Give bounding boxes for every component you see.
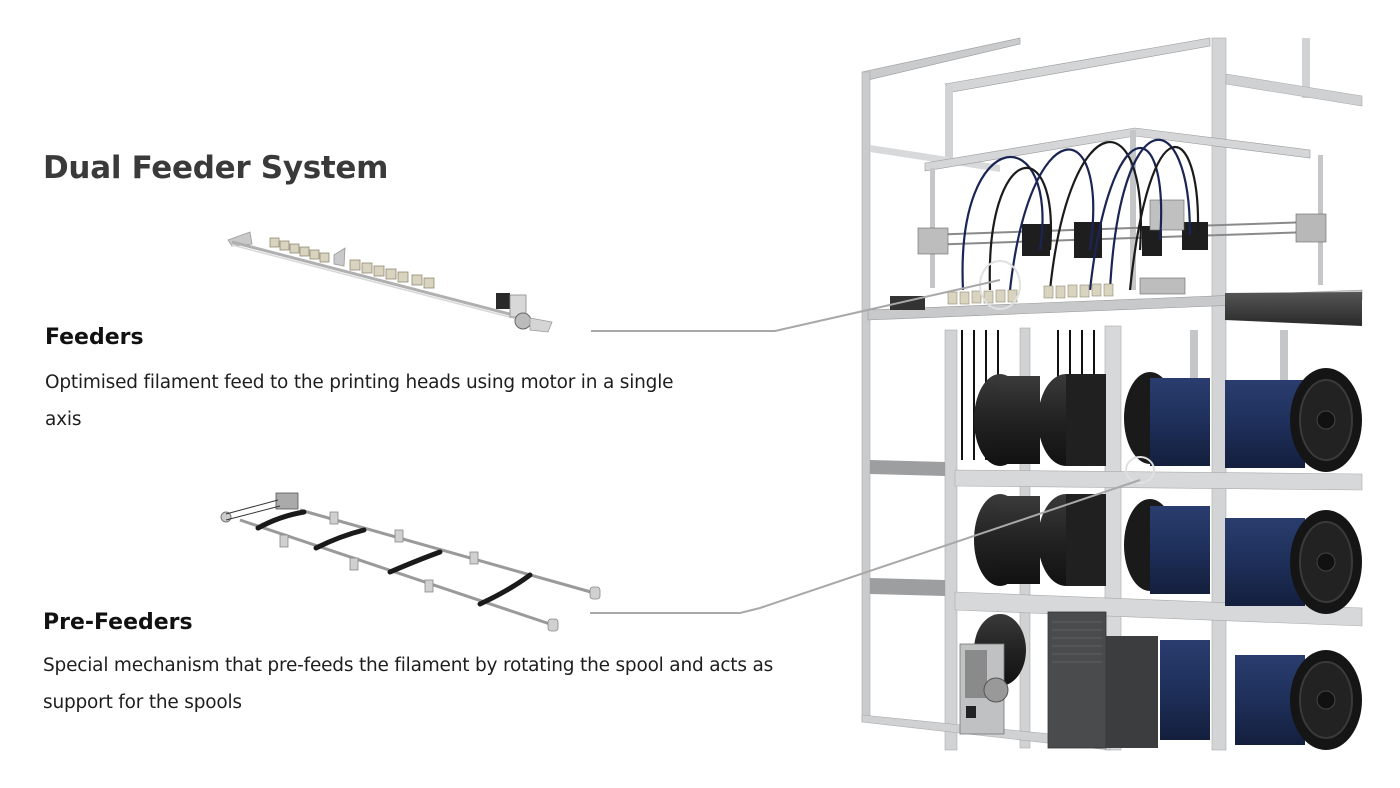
power-supply-image <box>959 643 1009 735</box>
page-title: Dual Feeder System <box>43 150 389 186</box>
pre-feeder-assembly-image <box>220 492 601 632</box>
pre-feeders-description: Special mechanism that pre-feeds the fil… <box>43 655 774 713</box>
feeders-heading: Feeders <box>45 325 144 350</box>
control-box-image <box>1047 611 1158 749</box>
feeders-leader-line <box>591 279 1001 332</box>
filament-spools-image <box>974 368 1362 750</box>
pre-feeders-leader-line <box>590 479 1141 614</box>
pre-feeders-heading: Pre-Feeders <box>43 610 193 635</box>
feeder-assembly-image <box>227 231 553 333</box>
feeders-description: Optimised filament feed to the printing … <box>45 372 674 430</box>
